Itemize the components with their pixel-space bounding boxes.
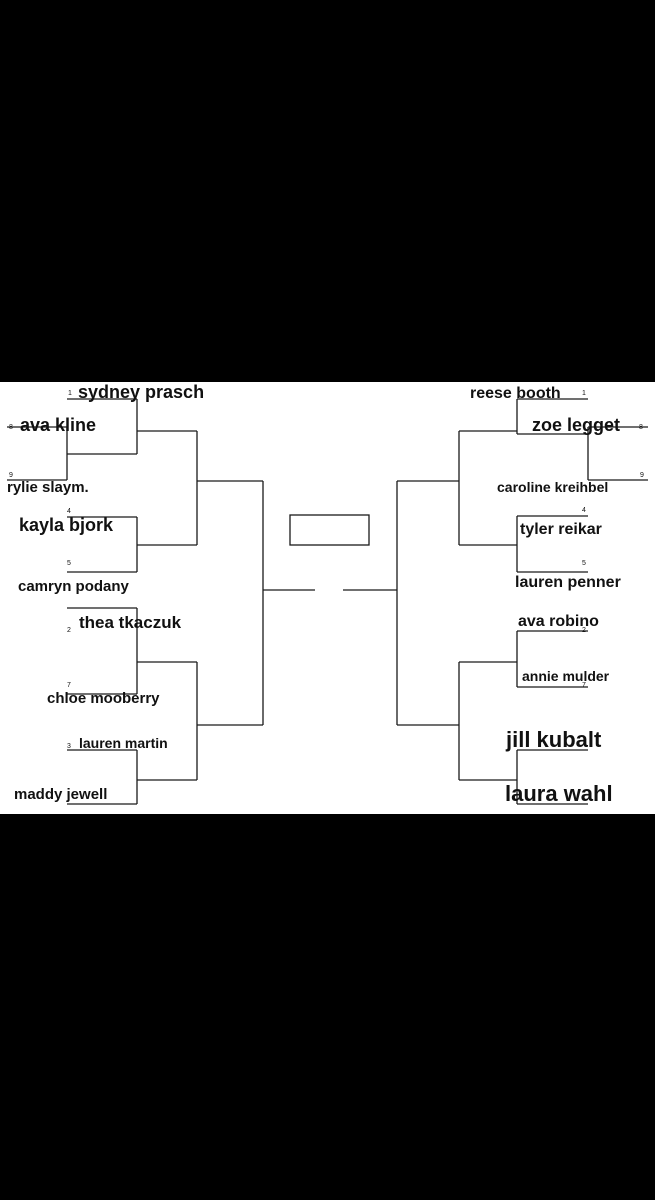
entrant-name: ava robino [518,613,599,630]
seed-label: 2 [582,627,586,634]
seed-label: 8 [639,424,643,431]
seed-label: 1 [68,390,72,397]
entrant-name: tyler reikar [520,521,602,538]
seed-label: 8 [9,424,13,431]
entrant-name: camryn podany [18,578,130,595]
entrant-name: maddy jewell [14,786,107,803]
right-entries: reese booth 1 zoe legget 8 caroline krei… [470,385,644,806]
entrant-name: sydney prasch [78,382,204,402]
champion-box [289,514,370,546]
entrant-name: chloe mooberry [47,690,160,707]
tournament-bracket: 1 sydney prasch 8 ava kline 9 rylie slay… [7,382,648,806]
seed-label: 5 [67,560,71,567]
seed-label: 3 [67,743,71,750]
entrant-name: ava kline [20,415,96,435]
seed-label: 7 [67,682,71,689]
entrant-name: rylie slaym. [7,479,89,496]
entrant-name: kayla bjork [19,515,114,535]
seed-label: 2 [67,627,71,634]
left-bracket-lines [7,398,315,805]
seed-label: 9 [9,472,13,479]
seed-label: 4 [582,507,586,514]
seed-label: 4 [67,508,71,515]
entrant-name: reese booth [470,385,561,402]
seed-label: 1 [582,390,586,397]
entrant-name: lauren penner [515,574,621,591]
entrant-name: lauren martin [79,735,168,751]
entrant-name: zoe legget [532,415,620,435]
right-bracket-lines [343,398,648,805]
seed-label: 9 [640,472,644,479]
bracket-sheet: 1 sydney prasch 8 ava kline 9 rylie slay… [0,382,655,814]
entrant-name: thea tkaczuk [79,613,182,632]
seed-label: 5 [582,560,586,567]
entrant-name: laura wahl [505,781,613,806]
entrant-name: jill kubalt [505,727,602,752]
entrant-name: caroline kreihbel [497,479,608,495]
entrant-name: annie mulder [522,668,610,684]
left-entries: 1 sydney prasch 8 ava kline 9 rylie slay… [7,382,204,803]
seed-label: 7 [582,682,586,689]
